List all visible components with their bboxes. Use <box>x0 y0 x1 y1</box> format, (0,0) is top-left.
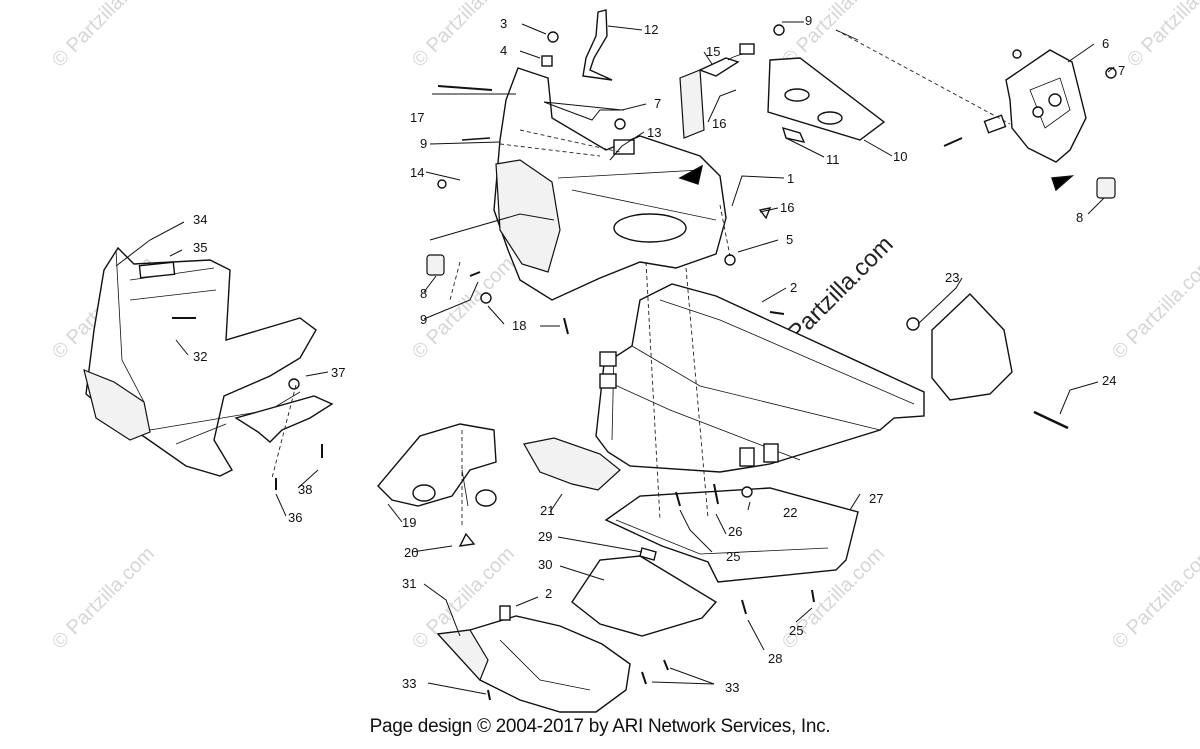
callout-28[interactable]: 28 <box>768 651 782 666</box>
part-8-bushing[interactable] <box>426 254 445 276</box>
part-10-plate[interactable] <box>767 57 886 141</box>
part-31-lower-skid[interactable] <box>436 605 631 713</box>
callout-27[interactable]: 27 <box>869 491 883 506</box>
watermark: © Partzilla.com <box>48 0 159 72</box>
callout-16[interactable]: 16 <box>712 116 726 131</box>
watermark: © Partzilla.com <box>408 0 519 72</box>
part-23-bracket[interactable] <box>931 293 1013 401</box>
callout-21[interactable]: 21 <box>540 503 554 518</box>
part-23-nut[interactable] <box>906 317 920 331</box>
callout-5[interactable]: 5 <box>786 232 793 247</box>
callout-31[interactable]: 31 <box>402 576 416 591</box>
callout-25[interactable]: 25 <box>726 549 740 564</box>
callout-2[interactable]: 2 <box>545 586 552 601</box>
part-29-clip[interactable] <box>639 547 657 561</box>
callout-7[interactable]: 7 <box>654 96 661 111</box>
arrow-marker <box>678 164 704 185</box>
part-30-panel[interactable] <box>571 555 718 637</box>
callout-6[interactable]: 6 <box>1102 36 1109 51</box>
callout-25[interactable]: 25 <box>789 623 803 638</box>
callout-9[interactable]: 9 <box>420 312 427 327</box>
watermark: © Partzilla.com <box>1123 0 1200 72</box>
part-8-bushing[interactable] <box>1096 177 1116 199</box>
callout-34[interactable]: 34 <box>193 212 207 227</box>
part-21-mount[interactable] <box>523 437 621 491</box>
callout-20[interactable]: 20 <box>404 545 418 560</box>
footer-copyright: Page design © 2004-2017 by ARI Network S… <box>369 716 831 737</box>
callout-10[interactable]: 10 <box>893 149 907 164</box>
callout-1[interactable]: 1 <box>787 171 794 186</box>
callout-36[interactable]: 36 <box>288 510 302 525</box>
part-15-module[interactable] <box>679 43 755 139</box>
callout-29[interactable]: 29 <box>538 529 552 544</box>
callout-15[interactable]: 15 <box>706 44 720 59</box>
callout-9[interactable]: 9 <box>805 13 812 28</box>
part-19-mount[interactable] <box>377 423 497 507</box>
callout-32[interactable]: 32 <box>193 349 207 364</box>
callout-13[interactable]: 13 <box>647 125 661 140</box>
callout-8[interactable]: 8 <box>1076 210 1083 225</box>
part-11-clip[interactable] <box>781 126 806 143</box>
callout-23[interactable]: 23 <box>945 270 959 285</box>
part-1-panel[interactable] <box>493 67 727 301</box>
callout-7[interactable]: 7 <box>1118 63 1125 78</box>
callout-33[interactable]: 33 <box>725 680 739 695</box>
leader-lines <box>115 21 1115 695</box>
watermark: © Partzilla.com <box>1108 543 1200 654</box>
callout-24[interactable]: 24 <box>1102 373 1116 388</box>
callout-labels: 1 2 2 3 4 5 6 7 7 8 8 9 9 9 10 11 12 13 … <box>193 13 1125 695</box>
callout-19[interactable]: 19 <box>402 515 416 530</box>
callout-14[interactable]: 14 <box>410 165 424 180</box>
callout-17[interactable]: 17 <box>410 110 424 125</box>
callout-18[interactable]: 18 <box>512 318 526 333</box>
callout-26[interactable]: 26 <box>728 524 742 539</box>
part-27-skid-plate[interactable] <box>604 487 859 583</box>
callout-16[interactable]: 16 <box>780 200 794 215</box>
callout-38[interactable]: 38 <box>298 482 312 497</box>
watermark: © Partzilla.com <box>408 253 519 364</box>
part-34-bumper[interactable] <box>83 246 317 477</box>
callout-33[interactable]: 33 <box>402 676 416 691</box>
part-37-tow-bracket[interactable] <box>234 395 334 443</box>
callout-3[interactable]: 3 <box>500 16 507 31</box>
arrow-marker <box>1051 175 1075 192</box>
callout-9[interactable]: 9 <box>420 136 427 151</box>
part-12-bracket[interactable] <box>582 9 613 81</box>
callout-35[interactable]: 35 <box>193 240 207 255</box>
part-6-bracket[interactable] <box>983 49 1087 163</box>
callout-2[interactable]: 2 <box>790 280 797 295</box>
callout-12[interactable]: 12 <box>644 22 658 37</box>
callout-37[interactable]: 37 <box>331 365 345 380</box>
callout-11[interactable]: 11 <box>826 152 840 167</box>
callout-22[interactable]: 22 <box>783 505 797 520</box>
main-frame[interactable] <box>595 283 925 473</box>
assembly-lines <box>271 129 731 528</box>
watermark: © Partzilla.com <box>48 543 159 654</box>
watermark: © Partzilla.com <box>1108 253 1200 364</box>
callout-8[interactable]: 8 <box>420 286 427 301</box>
callout-4[interactable]: 4 <box>500 43 507 58</box>
callout-30[interactable]: 30 <box>538 557 552 572</box>
